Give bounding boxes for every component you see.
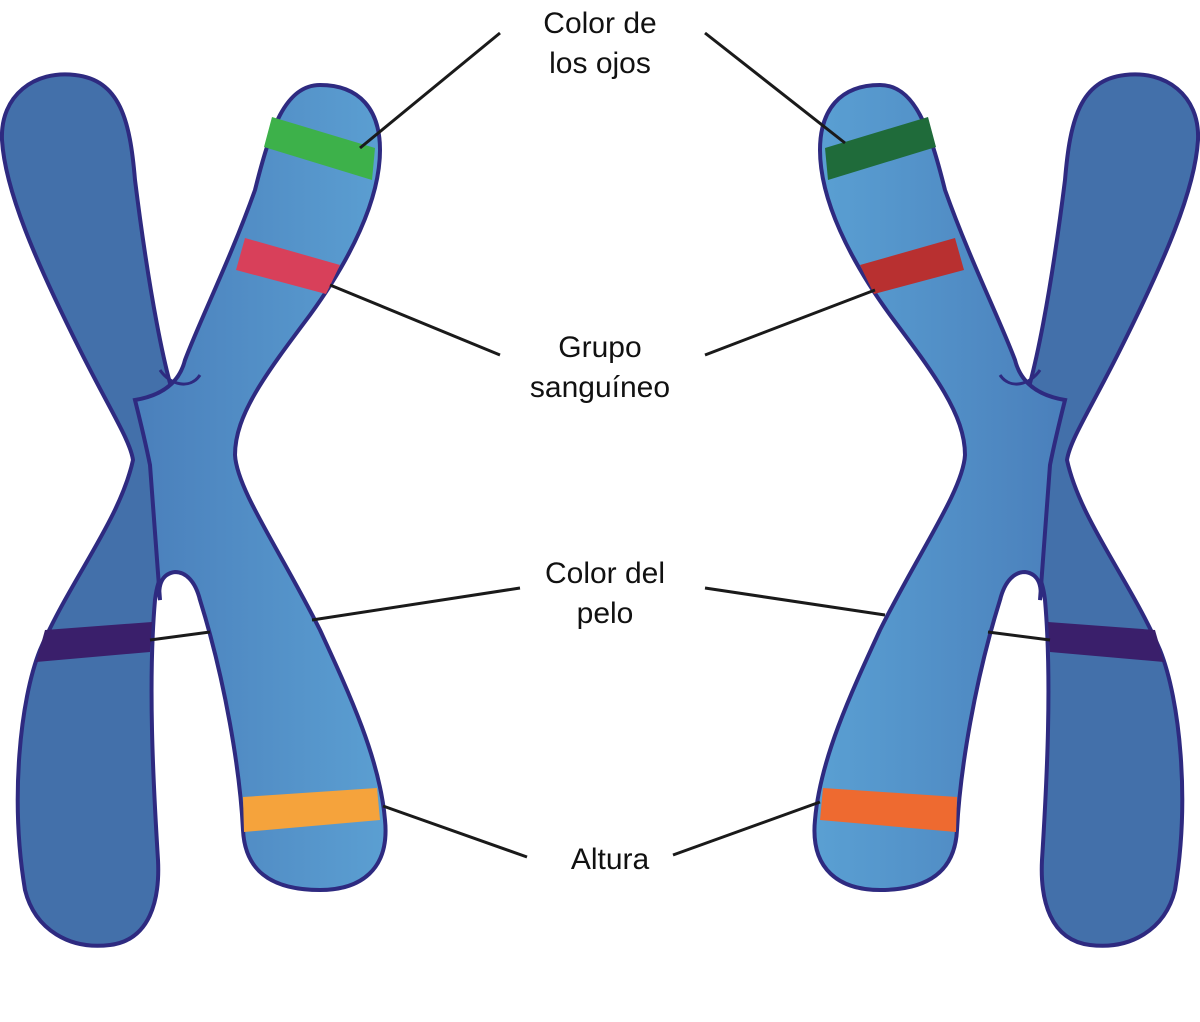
right-chromatid-inner <box>812 82 1068 893</box>
left-centromere-top <box>158 369 202 386</box>
blood-leader-right <box>704 288 876 357</box>
right-blood-band <box>860 238 964 294</box>
eye-leader-right <box>704 31 846 145</box>
left-chromosome <box>0 72 388 948</box>
label-eye-color-line2: los ojos <box>549 47 651 80</box>
label-hair-color: Color del pelo <box>505 554 705 634</box>
label-blood-group-line1: Grupo <box>558 331 642 364</box>
label-eye-color: Color de los ojos <box>500 4 700 84</box>
label-height: Altura <box>510 840 710 880</box>
height-leader-right <box>672 800 821 857</box>
label-hair-color-line1: Color del <box>544 557 666 590</box>
right-hair-band <box>1048 622 1164 662</box>
hair-leader-right <box>704 586 886 617</box>
right-eye-band <box>825 117 936 180</box>
eye-leader-left <box>359 31 501 150</box>
hair-leader-left <box>311 586 521 622</box>
right-centromere-top <box>998 369 1042 386</box>
left-blood-band <box>236 238 340 294</box>
label-blood-group-line2: sanguíneo <box>529 371 671 404</box>
height-leader-left <box>382 804 528 859</box>
left-eye-band <box>264 117 375 180</box>
left-chromatid-inner <box>132 82 388 893</box>
right-height-band <box>820 788 957 832</box>
label-hair-color-line2: pelo <box>576 597 634 630</box>
label-height-line1: Altura <box>570 843 650 876</box>
label-eye-color-line1: Color de <box>543 7 657 40</box>
blood-leader-left <box>329 283 501 357</box>
right-chromosome <box>812 72 1200 948</box>
label-blood-group: Grupo sanguíneo <box>490 328 710 408</box>
hair-leader-right-ext <box>987 630 1051 642</box>
hair-leader-left-ext <box>149 630 211 642</box>
left-hair-band <box>36 622 152 662</box>
left-height-band <box>243 788 380 832</box>
